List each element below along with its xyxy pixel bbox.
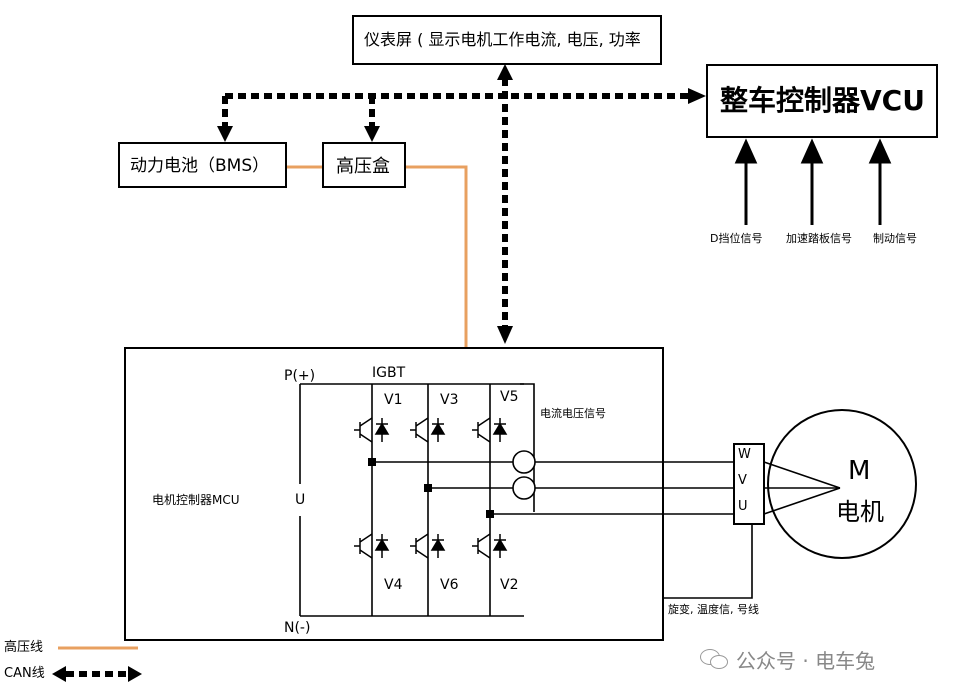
can-bus: [222, 78, 690, 326]
motor-circle: [767, 409, 917, 559]
sense-signal-label: 电流电压信号: [540, 407, 606, 420]
dashboard-box: 仪表屏 ( 显示电机工作电流, 电压, 功率: [352, 15, 662, 65]
legend-can-arrow-right: [128, 666, 142, 682]
vcu-input-brake: 制动信号: [873, 232, 917, 245]
motor-windings: [763, 461, 841, 515]
phase-label-w: W: [738, 447, 751, 462]
hv-wire-hvbox-mcu: [406, 165, 468, 347]
motor-label: 电机: [836, 498, 884, 526]
motor-letter: M: [848, 456, 871, 486]
can-arrow-hvbox: [364, 126, 380, 142]
mcu-box: [124, 347, 664, 641]
can-arrowheads: [217, 64, 706, 344]
current-sensors: [512, 450, 536, 500]
igbt-switches: [354, 417, 508, 559]
switch-label-v6: V6: [440, 577, 459, 593]
can-arrow-bms: [217, 126, 233, 142]
vcu-input-arrows: [734, 138, 892, 225]
legend-can-arrow-left: [52, 666, 66, 682]
vcu-label: 整车控制器VCU: [720, 84, 925, 117]
switch-label-v4: V4: [384, 577, 403, 593]
sense-bracket: [520, 383, 535, 512]
feedback-wire: [664, 524, 753, 599]
hv-wires: [287, 165, 468, 347]
motor-terminal-box: [733, 443, 765, 525]
switch-label-v1: V1: [384, 392, 403, 408]
feedback-label: 旋变, 温度信, 号线: [668, 603, 759, 616]
watermark-text: 公众号 · 电车兔: [736, 648, 876, 673]
can-arrow-mcu: [497, 326, 513, 344]
mcu-label: 电机控制器MCU: [152, 493, 240, 507]
switch-label-v2: V2: [500, 577, 519, 593]
phase-label-u: U: [738, 499, 748, 514]
legend-can-label: CAN线: [4, 666, 45, 681]
igbt-label: IGBT: [372, 365, 406, 381]
can-arrow-vcu: [688, 88, 706, 104]
switch-label-v5: V5: [500, 389, 519, 405]
junction-dots: [368, 458, 494, 518]
inverter-circuit: [299, 383, 734, 617]
can-arrow-dashboard: [497, 64, 513, 80]
hv-box: 高压盒: [322, 142, 406, 188]
vcu-input-gear: D挡位信号: [710, 232, 763, 245]
vcu-box: 整车控制器VCU: [706, 64, 938, 138]
legend-hv-label: 高压线: [4, 640, 44, 655]
battery-label: 动力电池（BMS）: [130, 156, 270, 176]
switch-label-v3: V3: [440, 392, 459, 408]
dashboard-label: 仪表屏 ( 显示电机工作电流, 电压, 功率: [364, 30, 641, 49]
phase-label-v: V: [738, 473, 747, 488]
u-dc-label: U: [295, 492, 306, 508]
wechat-icon: [700, 647, 730, 671]
vcu-input-accel: 加速踏板信号: [786, 232, 852, 245]
watermark: 公众号 · 电车兔: [700, 644, 875, 674]
battery-box: 动力电池（BMS）: [118, 142, 287, 188]
hv-box-label: 高压盒: [336, 156, 390, 177]
p-plus-label: P(+): [284, 368, 316, 384]
n-minus-label: N(-): [284, 620, 311, 636]
